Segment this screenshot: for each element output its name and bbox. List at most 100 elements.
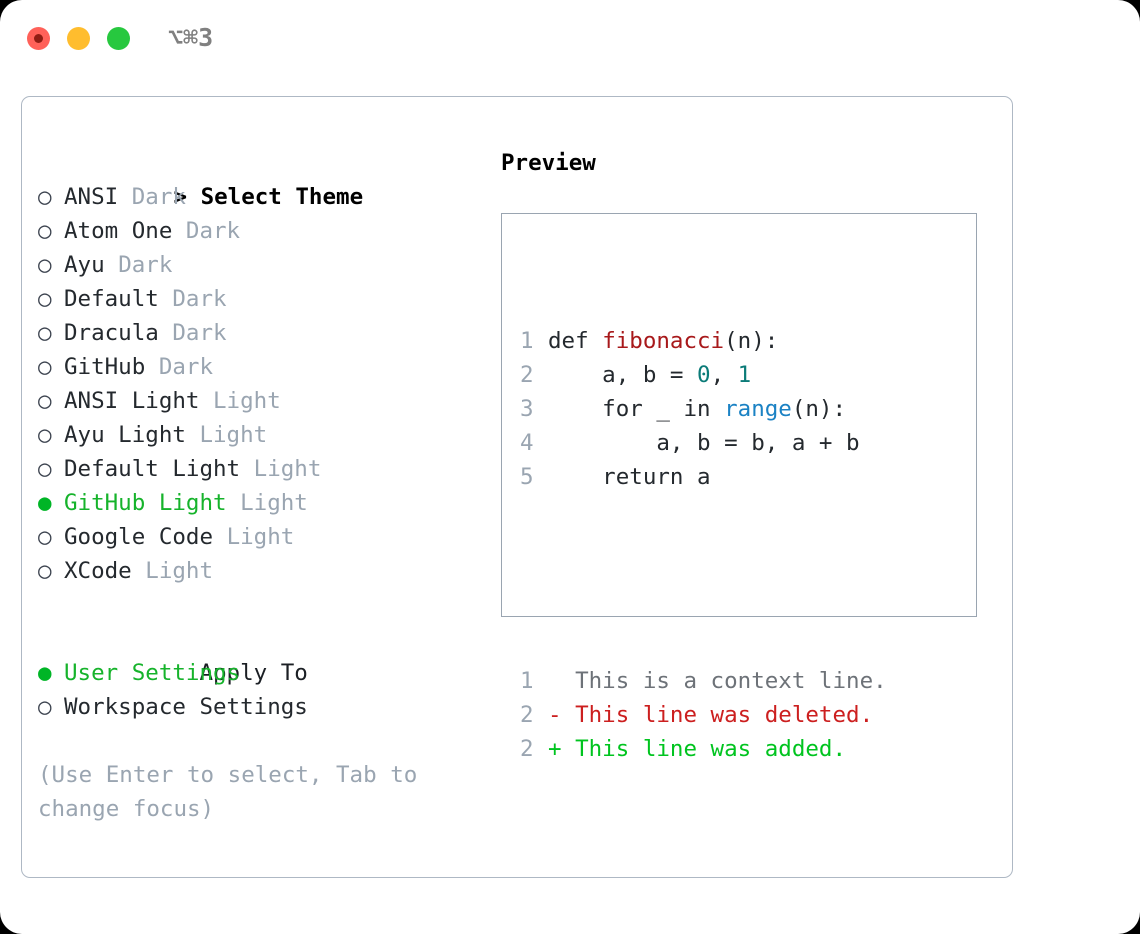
line-number: 4 [520,430,534,456]
theme-variant-badge: Light [145,558,214,584]
theme-name: GitHub Light [64,490,227,516]
theme-gap [132,558,146,584]
code-token-plain: for _ in [548,396,725,422]
line-number: 2 [520,702,534,728]
theme-name: ANSI Light [64,388,200,414]
theme-gap [172,218,186,244]
minimize-button[interactable] [67,27,90,50]
code-blank-line [520,562,887,596]
theme-gap [199,388,213,414]
code-token-plain: (n): [724,328,779,354]
theme-variant-badge: Light [199,422,268,448]
theme-list-item[interactable]: ○ Default Light Light [38,452,478,486]
theme-variant-badge: Dark [185,218,241,244]
radio-unselected-icon: ○ [38,388,52,414]
theme-gap [186,422,200,448]
theme-name: Ayu Light [64,422,186,448]
apply-to-option[interactable]: ○ Workspace Settings [38,690,478,724]
apply-to-option[interactable]: ● User Settings [38,656,478,690]
radio-unselected-icon: ○ [38,422,52,448]
code-token-num: 0 [697,362,711,388]
radio-unselected-icon: ○ [38,286,52,312]
theme-variant-badge: Dark [172,286,227,312]
theme-name: Default Light [64,456,241,482]
theme-variant-badge: Dark [158,354,214,380]
theme-list-item[interactable]: ○ Ayu Light Light [38,418,478,452]
radio-unselected-icon: ○ [38,456,52,482]
theme-variant-badge: Dark [172,320,227,346]
line-number: 1 [520,328,534,354]
theme-picker-column: > Select Theme ○ANSI Dark○Atom One Dark○… [38,146,478,826]
code-token-func: fibonacci [602,328,725,354]
code-token-plain: a, b = [548,362,698,388]
theme-gap [213,524,227,550]
theme-list-item[interactable]: ●GitHub Light Light [38,486,478,520]
theme-list-item[interactable]: ○Dracula Dark [38,316,478,350]
theme-name: Default [64,286,159,312]
radio-unselected-icon: ○ [38,354,52,380]
theme-list-item[interactable]: ○ANSI Dark [38,180,478,214]
theme-list-item[interactable]: ○ Default Dark [38,282,478,316]
radio-unselected-icon: ○ [38,184,52,210]
theme-name: Atom One [64,218,173,244]
apply-to-header: ○Apply To [38,622,478,686]
line-number: 2 [520,736,534,762]
section-spacer [38,588,478,622]
theme-variant-badge: Light [253,456,322,482]
diff-sign [548,668,562,694]
caret-icon: > [173,184,188,210]
theme-list-item[interactable]: ○Ayu Dark [38,248,478,282]
code-line: 3 for _ in range(n): [520,392,887,426]
code-token-plain: return a [548,464,711,490]
zoom-button[interactable] [107,27,130,50]
theme-list-item[interactable]: ○ Atom One Dark [38,214,478,248]
diff-gap [562,702,576,728]
theme-name: XCode [64,558,132,584]
theme-picker-header: > Select Theme [38,146,478,210]
code-line: 1 def fibonacci(n): [520,324,887,358]
code-token-plain: def [548,328,603,354]
title-bar: ⌥⌘3 [0,0,1140,78]
line-number: 5 [520,464,534,490]
theme-list: ○ANSI Dark○Atom One Dark○Ayu Dark○Defaul… [38,180,478,588]
theme-list-item[interactable]: ○XCode Light [38,554,478,588]
radio-unselected-icon: ○ [38,694,52,720]
close-button[interactable] [27,27,50,50]
keyboard-hint: (Use Enter to select, Tab to change focu… [38,762,431,822]
theme-list-item[interactable]: ○GitHub Dark [38,350,478,384]
apply-to-option-label: User Settings [64,660,241,686]
diff-line: 1 This is a context line. [520,664,887,698]
diff-sign: + [548,736,562,762]
code-token-call: range [724,396,792,422]
code-line: 5 return a [520,460,887,494]
theme-gap [159,286,173,312]
theme-variant-badge: Light [226,524,295,550]
theme-list-item[interactable]: ○ANSI Light Light [38,384,478,418]
diff-text: This line was deleted. [575,702,874,728]
diff-gap [562,736,576,762]
code-token-num: 1 [737,362,752,388]
theme-name: Ayu [64,252,105,278]
apply-to-list: ● User Settings ○ Workspace Settings [38,656,478,724]
line-number: 2 [520,362,534,388]
diff-text: This line was added. [575,736,847,762]
apply-to-option-label: Workspace Settings [64,694,308,720]
theme-gap [105,252,119,278]
radio-selected-icon: ● [38,660,52,686]
radio-unselected-icon: ○ [38,218,52,244]
theme-list-item[interactable]: ○Google Code Light [38,520,478,554]
theme-variant-badge: Light [240,490,308,516]
radio-unselected-icon: ○ [38,252,52,278]
line-number: 1 [520,668,534,694]
code-line: 2 a, b = 0, 1 [520,358,887,392]
diff-lines: 1 This is a context line.2- This line wa… [520,664,887,766]
diff-text: This is a context line. [575,668,887,694]
window-title: ⌥⌘3 [168,23,214,52]
diff-line: 2 + This line was added. [520,732,887,766]
theme-gap [240,456,254,482]
theme-variant-badge: Dark [131,184,186,210]
